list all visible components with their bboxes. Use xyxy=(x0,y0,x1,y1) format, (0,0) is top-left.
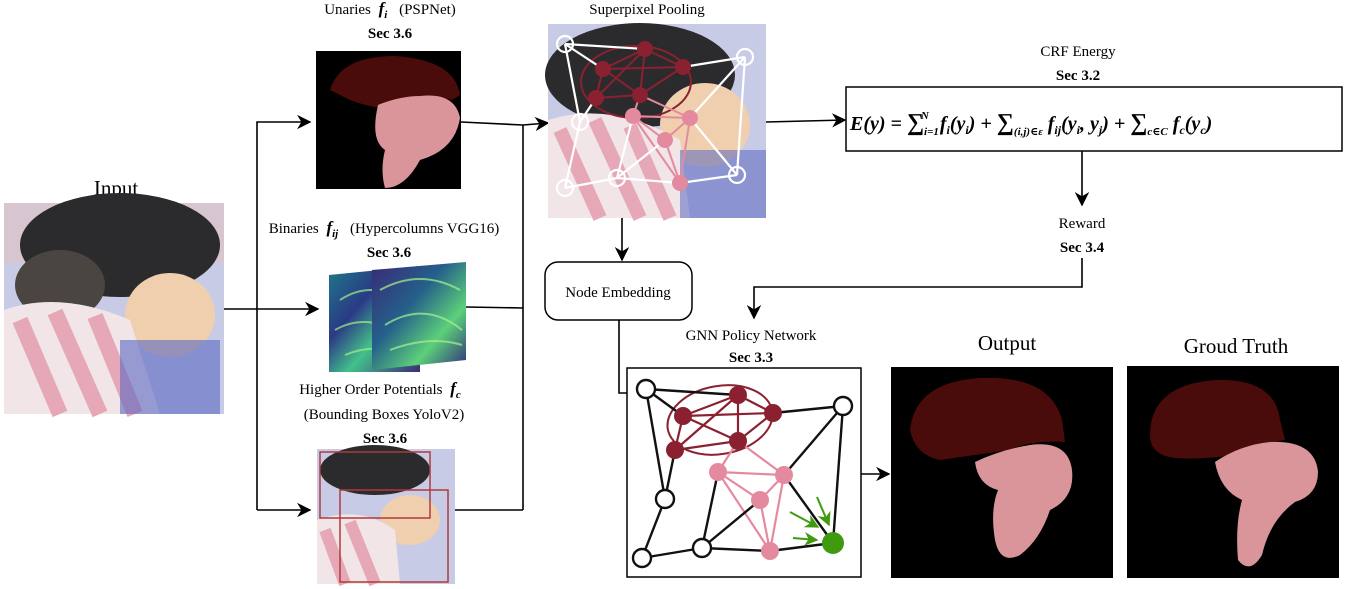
output-image xyxy=(891,367,1113,578)
unaries-section: Sec 3.6 xyxy=(368,26,413,42)
unaries-image xyxy=(316,51,461,189)
unaries-symbol: f xyxy=(379,0,387,18)
crf-box xyxy=(845,86,1343,152)
higher-order-label: Higher Order Potentials xyxy=(299,382,442,398)
crf-equation: E(y) = ∑i=1N fi(yi) + ∑(i,j)∈ε fij(yi, y… xyxy=(849,110,1212,138)
svg-text:Unaries fi (PSPNet: Unaries fi (PSPNet) xyxy=(324,0,456,22)
svg-text:Binaries fij (Hype: Binaries fij (Hypercolumns VGG16) xyxy=(269,218,500,241)
higher-order-sub: c xyxy=(456,389,461,401)
input-arrows xyxy=(224,114,320,518)
input-image xyxy=(4,193,224,418)
superpixel-image xyxy=(545,23,766,221)
binaries-image xyxy=(329,262,466,372)
svg-text:Higher Order Potentials: Higher Order Potentials fc xyxy=(299,379,461,401)
binaries-symbol: f xyxy=(326,218,334,237)
crf-label: CRF Energy xyxy=(1040,44,1116,60)
output-label: Output xyxy=(978,331,1037,355)
binaries-label: Binaries xyxy=(269,221,319,237)
higher-order-title: Higher Order Potentials fc xyxy=(299,379,461,401)
unaries-sub: i xyxy=(384,9,388,21)
higher-order-symbol: f xyxy=(450,379,458,398)
node-embedding-label: Node Embedding xyxy=(565,285,671,301)
unaries-label: Unaries xyxy=(324,2,371,18)
binaries-sub: ij xyxy=(332,228,339,240)
crf-section: Sec 3.2 xyxy=(1056,68,1100,84)
binaries-method: (Hypercolumns VGG16) xyxy=(350,221,499,237)
reward-gnn-arrow xyxy=(746,258,1083,320)
svg-text:E(y) = ∑i=1N fi(yi) + ∑(i,j)∈ε: E(y) = ∑i=1N fi(yi) + ∑(i,j)∈ε fij(yi, y… xyxy=(849,110,1212,138)
higher-order-section: Sec 3.6 xyxy=(363,431,408,447)
merge-arrows xyxy=(455,116,550,511)
superpixel-arrows xyxy=(614,113,847,262)
gnn-section: Sec 3.3 xyxy=(729,350,773,366)
unaries-title: Unaries fi (PSPNet) xyxy=(324,0,456,22)
higher-order-image xyxy=(317,445,455,587)
superpixel-label: Superpixel Pooling xyxy=(589,2,705,18)
unaries-method: (PSPNet) xyxy=(399,2,456,18)
binaries-section: Sec 3.6 xyxy=(367,245,412,261)
gnn-graph xyxy=(631,378,854,569)
node-embedding-box: Node Embedding xyxy=(544,261,693,321)
ground-truth-label: Groud Truth xyxy=(1184,334,1289,358)
binaries-title: Binaries fij (Hypercolumns VGG16) xyxy=(269,218,500,241)
gnn-label: GNN Policy Network xyxy=(686,328,817,344)
higher-order-method: (Bounding Boxes YoloV2) xyxy=(304,407,464,423)
ground-truth-image xyxy=(1127,366,1339,578)
reward-label: Reward xyxy=(1059,216,1106,232)
reward-section: Sec 3.4 xyxy=(1060,240,1105,256)
